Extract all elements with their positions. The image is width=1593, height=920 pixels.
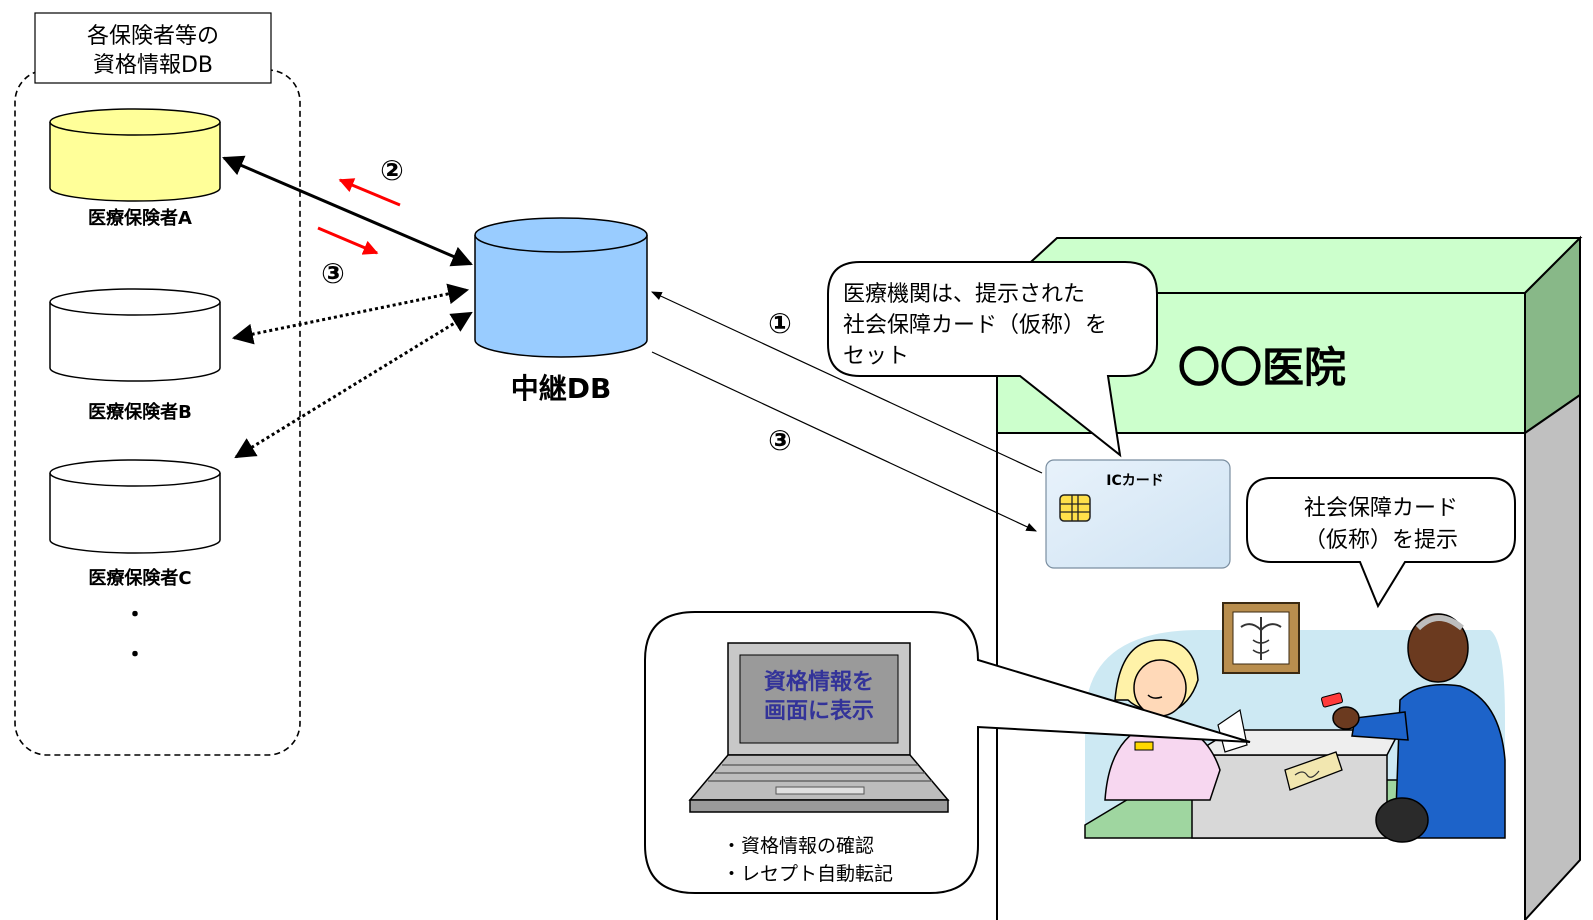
reception-illustration: [1084, 602, 1506, 843]
insurer-b-cylinder-top: [49, 288, 221, 316]
insurer-group-title-line2: 資格情報DB: [93, 53, 213, 78]
callout-staff-line1: 医療機関は、提示された: [843, 282, 1085, 307]
name-plate-icon: [1284, 751, 1343, 791]
relay-cylinder-top: [474, 217, 648, 253]
ic-card-body: [1045, 459, 1231, 569]
arrow-insurer-b-relay: [231, 283, 470, 345]
callout-staff-bubble: [827, 261, 1158, 458]
ellipsis-dot-1: ・: [124, 603, 146, 628]
relay-db: 中継DB: [474, 217, 648, 405]
callout-laptop: 資格情報を 画面に表示 ・資格情報の確認 ・レセプト自動転記: [644, 611, 1251, 894]
patient-figure: [1320, 613, 1506, 843]
insurer-c-cylinder-body: [49, 473, 221, 554]
ellipsis-dot-2: ・: [124, 643, 146, 668]
insurer-b-label: 医療保険者B: [88, 401, 192, 423]
step-one-marker: ①: [768, 307, 792, 340]
laptop-screen-line2: 画面に表示: [764, 699, 874, 724]
callout-patient-line2: （仮称）を提示: [1304, 528, 1458, 553]
callout-patient-line1: 社会保障カード: [1304, 496, 1458, 521]
red-arrow-step-three: [317, 226, 379, 255]
relay-db-label: 中継DB: [511, 372, 612, 405]
ic-chip-icon: [1059, 494, 1091, 522]
insurer-b-db: 医療保険者B: [49, 288, 221, 423]
insurer-a-cylinder-body: [49, 122, 221, 202]
laptop-base: [689, 799, 949, 813]
arrow-insurer-a-relay: [222, 155, 473, 267]
step-two-marker: ②: [380, 154, 404, 187]
callout-patient-bubble: [1246, 477, 1516, 609]
insurer-c-label: 医療保険者C: [88, 567, 191, 589]
receptionist-figure: [1104, 639, 1248, 801]
callout-staff-line3: セット: [843, 344, 909, 369]
insurer-a-db: 医療保険者A: [49, 108, 221, 229]
laptop-note-line1: ・資格情報の確認: [722, 835, 874, 857]
hospital-name: 〇〇医院: [1178, 343, 1346, 392]
laptop-screen-line1: 資格情報を: [764, 669, 874, 695]
insurer-group-title-line1: 各保険者等の: [87, 24, 219, 49]
insurer-c-db: 医療保険者C: [49, 459, 221, 589]
insurer-a-label: 医療保険者A: [88, 207, 192, 229]
laptop-note-line2: ・レセプト自動転記: [722, 863, 893, 885]
laptop-icon: 資格情報を 画面に表示: [688, 642, 950, 813]
laptop-screen: [739, 654, 899, 744]
callout-staff: 医療機関は、提示された 社会保障カード（仮称）を セット: [827, 261, 1158, 458]
reception-counter: [1191, 754, 1388, 839]
ic-card: ICカード: [1045, 459, 1231, 569]
framed-picture-icon: [1222, 602, 1300, 674]
arrow-card-to-relay: [651, 291, 1043, 474]
insurer-a-cylinder-top: [49, 108, 221, 136]
insurer-group: 各保険者等の 資格情報DB: [14, 12, 301, 756]
insurer-c-cylinder-top: [49, 459, 221, 487]
callout-patient: 社会保障カード （仮称）を提示: [1246, 477, 1516, 609]
step-three-right-marker: ③: [768, 424, 792, 457]
arrow-insurer-c-relay: [234, 311, 473, 459]
red-arrow-step-two: [338, 178, 401, 207]
step-three-left-marker: ③: [321, 257, 345, 290]
insurer-group-title-box: [34, 12, 272, 84]
ic-card-label: ICカード: [1106, 473, 1163, 489]
callout-staff-line2: 社会保障カード（仮称）を: [843, 313, 1107, 338]
insurer-b-cylinder-body: [49, 302, 221, 382]
relay-cylinder-body: [474, 235, 648, 358]
wall-side: [1524, 393, 1581, 920]
arrow-relay-to-card: [651, 351, 1037, 532]
